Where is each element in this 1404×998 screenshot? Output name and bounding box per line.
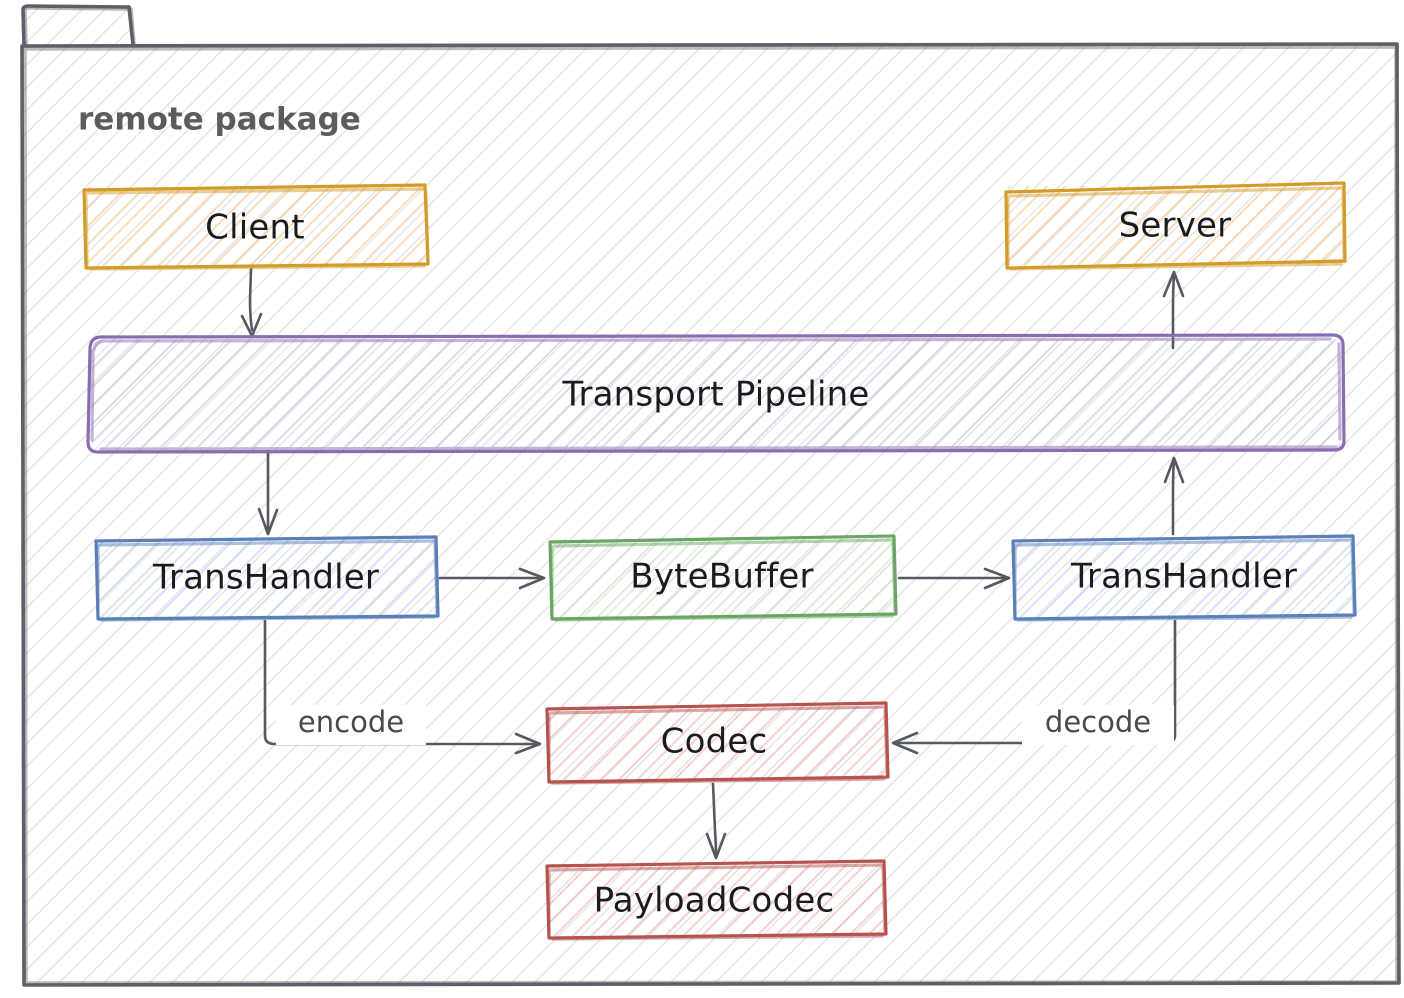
node-client[interactable]: Client — [82, 183, 430, 271]
decode-label-backdrop — [1022, 705, 1174, 745]
node-transport-pipeline[interactable]: Transport Pipeline — [86, 333, 1346, 454]
trans-handler-left-outline-2 — [96, 539, 439, 622]
node-trans-handler-right[interactable]: TransHandler — [1011, 534, 1357, 622]
edge-label-encode: encode — [298, 705, 404, 739]
trans-handler-right-outline-2 — [1013, 538, 1356, 622]
node-codec[interactable]: Codec — [545, 701, 890, 785]
transport-pipeline-label: Transport Pipeline — [561, 375, 869, 415]
client-outline-2 — [84, 187, 430, 271]
client-label: Client — [205, 208, 305, 248]
package-title: remote package — [78, 102, 361, 138]
package-body-fill — [23, 46, 1398, 984]
edge-codec-to-payloadcodec — [705, 782, 727, 860]
edge-transhandler-right-to-pipeline — [1163, 456, 1185, 536]
trans-handler-right-fill — [1014, 539, 1352, 617]
edge-bytebuffer-to-transhandler-right — [897, 567, 1011, 590]
edge-pipeline-to-server — [1162, 270, 1185, 350]
edge-label-decode-group: decode — [1022, 705, 1174, 745]
edge-pipeline-to-transhandler-left — [257, 449, 279, 536]
server-label: Server — [1119, 206, 1232, 246]
codec-label: Codec — [661, 722, 768, 762]
transport-pipeline-fill — [92, 340, 1340, 447]
edge-transhandler-left-to-bytebuffer — [438, 567, 546, 590]
package-body-outline-2 — [23, 45, 1399, 985]
server-fill — [1008, 186, 1342, 265]
trans-handler-left-label: TransHandler — [152, 558, 379, 598]
byte-buffer-fill — [551, 539, 893, 617]
edge-transhandler-left-to-codec — [263, 619, 542, 755]
edge-label-decode: decode — [1045, 705, 1151, 739]
node-payload-codec[interactable]: PayloadCodec — [545, 859, 888, 941]
node-byte-buffer[interactable]: ByteBuffer — [548, 534, 898, 622]
byte-buffer-label: ByteBuffer — [630, 557, 813, 597]
node-server[interactable]: Server — [1004, 181, 1347, 271]
edges-layer — [240, 267, 1185, 860]
trans-handler-left-fill — [97, 539, 435, 617]
edge-label-encode-group: encode — [276, 705, 426, 745]
codec-fill — [548, 706, 885, 780]
codec-outline-2 — [547, 705, 889, 785]
transport-pipeline-outline-2 — [90, 337, 1342, 451]
transport-pipeline-outline — [86, 333, 1346, 454]
trans-handler-right-label: TransHandler — [1070, 557, 1297, 597]
package-container: remote package — [20, 4, 1401, 987]
package-tab-outline — [21, 4, 135, 47]
encode-label-backdrop — [276, 705, 426, 745]
payload-codec-fill — [548, 864, 883, 936]
package-tab-fill — [23, 7, 134, 45]
package-tab-outline-2 — [23, 6, 136, 46]
payload-codec-label: PayloadCodec — [594, 881, 835, 921]
byte-buffer-outline-2 — [550, 538, 897, 622]
payload-codec-outline-2 — [547, 863, 887, 941]
package-body-outline — [20, 42, 1401, 987]
node-trans-handler-left[interactable]: TransHandler — [94, 535, 440, 622]
server-outline-2 — [1006, 186, 1346, 271]
client-fill — [85, 187, 426, 267]
